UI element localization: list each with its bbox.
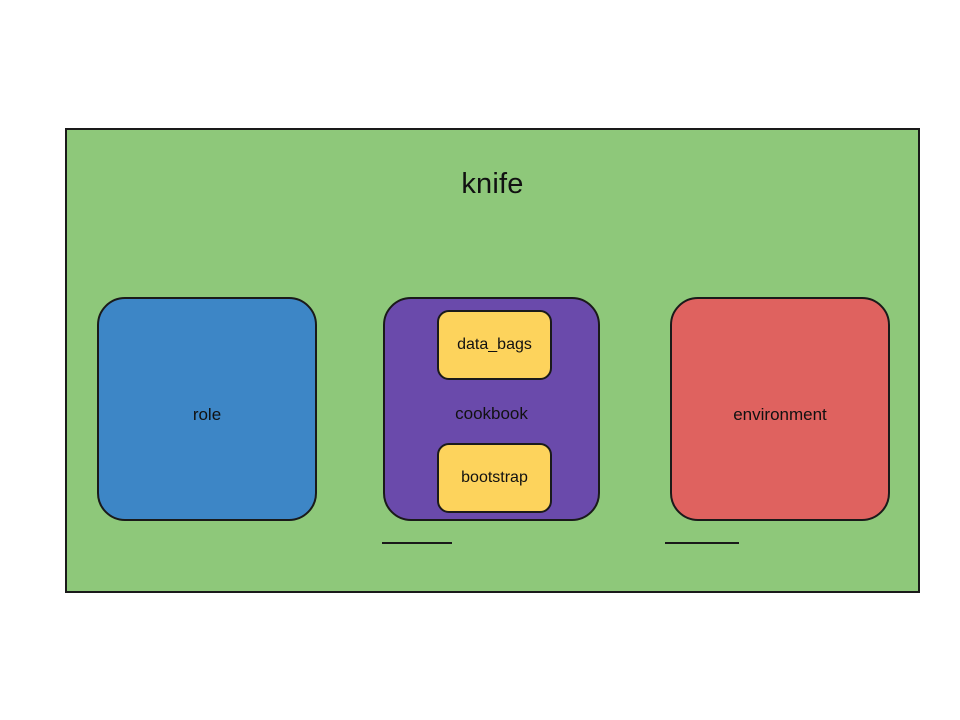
node-environment-label: environment	[733, 405, 827, 424]
node-cookbook-label: cookbook	[455, 404, 528, 423]
node-role[interactable]: role	[97, 297, 317, 521]
group-title: knife	[461, 168, 524, 200]
node-environment[interactable]: environment	[670, 297, 890, 521]
node-role-label: role	[192, 405, 222, 424]
node-cookbook[interactable]: data_bags cookbook bootstrap	[383, 297, 600, 521]
connector-cookbook-environment	[665, 542, 739, 544]
node-bootstrap-label: bootstrap	[461, 469, 528, 486]
node-data-bags[interactable]: data_bags	[437, 310, 552, 380]
node-bootstrap[interactable]: bootstrap	[437, 443, 552, 513]
connector-role-cookbook	[382, 542, 452, 544]
node-data-bags-label: data_bags	[457, 336, 532, 353]
